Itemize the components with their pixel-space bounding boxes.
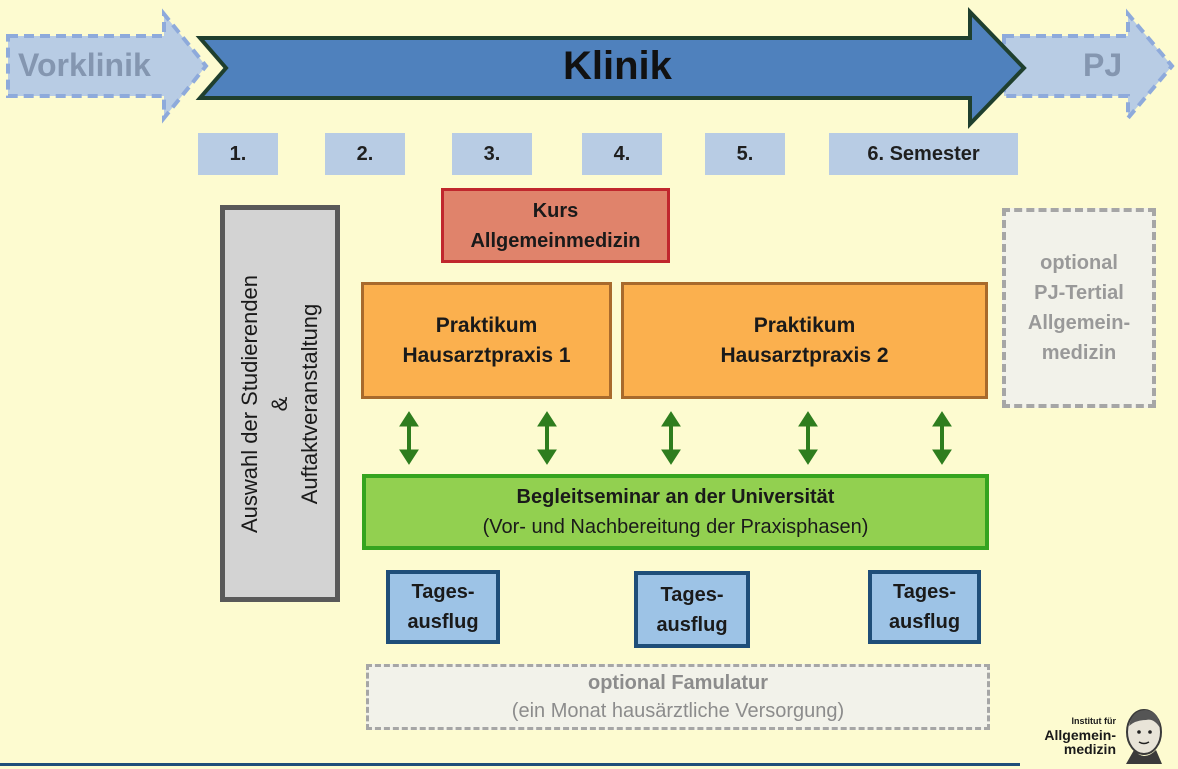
vorklinik-label: Vorklinik — [18, 47, 151, 83]
auswahl-line3: Auftaktveranstaltung — [297, 303, 322, 504]
semester-6: 6. Semester — [829, 133, 1018, 175]
logo-line3: medizin — [1063, 741, 1116, 757]
double-arrow-icon — [661, 411, 681, 465]
semester-1: 1. — [198, 133, 278, 175]
auswahl-box: Auswahl der Studierenden & Auftaktverans… — [220, 205, 340, 602]
pj-opt-line4: medizin — [1041, 342, 1117, 364]
famulatur-title: optional Famulatur — [588, 672, 768, 694]
tagesausflug-3-line1: Tages- — [893, 581, 956, 603]
pj-label: PJ — [1083, 47, 1123, 83]
praktikum-2-line2: Hausarztpraxis 2 — [720, 343, 889, 367]
semester-3: 3. — [452, 133, 532, 175]
begleitseminar-box: Begleitseminar an der Universität (Vor- … — [362, 474, 989, 550]
kurs-allgemeinmedizin-box: Kurs Allgemeinmedizin — [441, 188, 670, 263]
double-arrow-icon — [537, 411, 557, 465]
pj-opt-line3: Allgemein- — [1027, 312, 1131, 334]
klinik-arrow — [195, 7, 1027, 129]
kurs-line2: Allgemeinmedizin — [470, 229, 641, 252]
tagesausflug-box-3: Tages- ausflug — [868, 570, 981, 644]
pj-tertial-optional-box: optional PJ-Tertial Allgemein- medizin — [1002, 208, 1156, 408]
tagesausflug-box-1: Tages- ausflug — [386, 570, 500, 644]
begleitseminar-title: Begleitseminar an der Universität — [516, 486, 835, 508]
bottom-divider — [0, 763, 1020, 766]
praktikum-1-line2: Hausarztpraxis 1 — [402, 343, 571, 367]
pj-opt-line1: optional — [1040, 252, 1118, 274]
semester-4: 4. — [582, 133, 662, 175]
semester-2: 2. — [325, 133, 405, 175]
pj-opt-line2: PJ-Tertial — [1034, 282, 1124, 304]
semester-5: 5. — [705, 133, 785, 175]
tagesausflug-3-line2: ausflug — [888, 611, 961, 633]
institut-logo-text: Institut für Allgemein- medizin — [1044, 714, 1116, 756]
tagesausflug-2-line2: ausflug — [656, 613, 728, 636]
praktikum-1-box: Praktikum Hausarztpraxis 1 — [361, 282, 612, 399]
double-arrow-icon — [399, 411, 419, 465]
vorklinik-arrow — [6, 8, 209, 124]
auswahl-line1: Auswahl der Studierenden — [237, 274, 262, 533]
praktikum-1-line1: Praktikum — [435, 313, 538, 337]
begleitseminar-subtitle: (Vor- und Nachbereitung der Praxisphasen… — [482, 516, 869, 538]
praktikum-2-box: Praktikum Hausarztpraxis 2 — [621, 282, 988, 399]
famulatur-optional-box: optional Famulatur (ein Monat hausärztli… — [366, 664, 990, 730]
logo-portrait-icon — [1126, 709, 1162, 764]
tagesausflug-box-2: Tages- ausflug — [634, 571, 750, 648]
kurs-line1: Kurs — [532, 199, 579, 222]
klinik-label: Klinik — [563, 44, 672, 88]
tagesausflug-1-line1: Tages- — [411, 581, 475, 603]
famulatur-subtitle: (ein Monat hausärztliche Versorgung) — [511, 700, 845, 722]
double-arrow-icon — [798, 411, 818, 465]
praktikum-2-line1: Praktikum — [753, 313, 856, 337]
logo-line1: Institut für — [1071, 716, 1117, 726]
double-arrow-icon — [932, 411, 952, 465]
tagesausflug-2-line1: Tages- — [660, 583, 724, 606]
auswahl-line2: & — [267, 396, 292, 411]
tagesausflug-1-line2: ausflug — [407, 611, 479, 633]
pj-arrow — [1002, 8, 1175, 124]
logo-line2: Allgemein- — [1044, 727, 1116, 743]
